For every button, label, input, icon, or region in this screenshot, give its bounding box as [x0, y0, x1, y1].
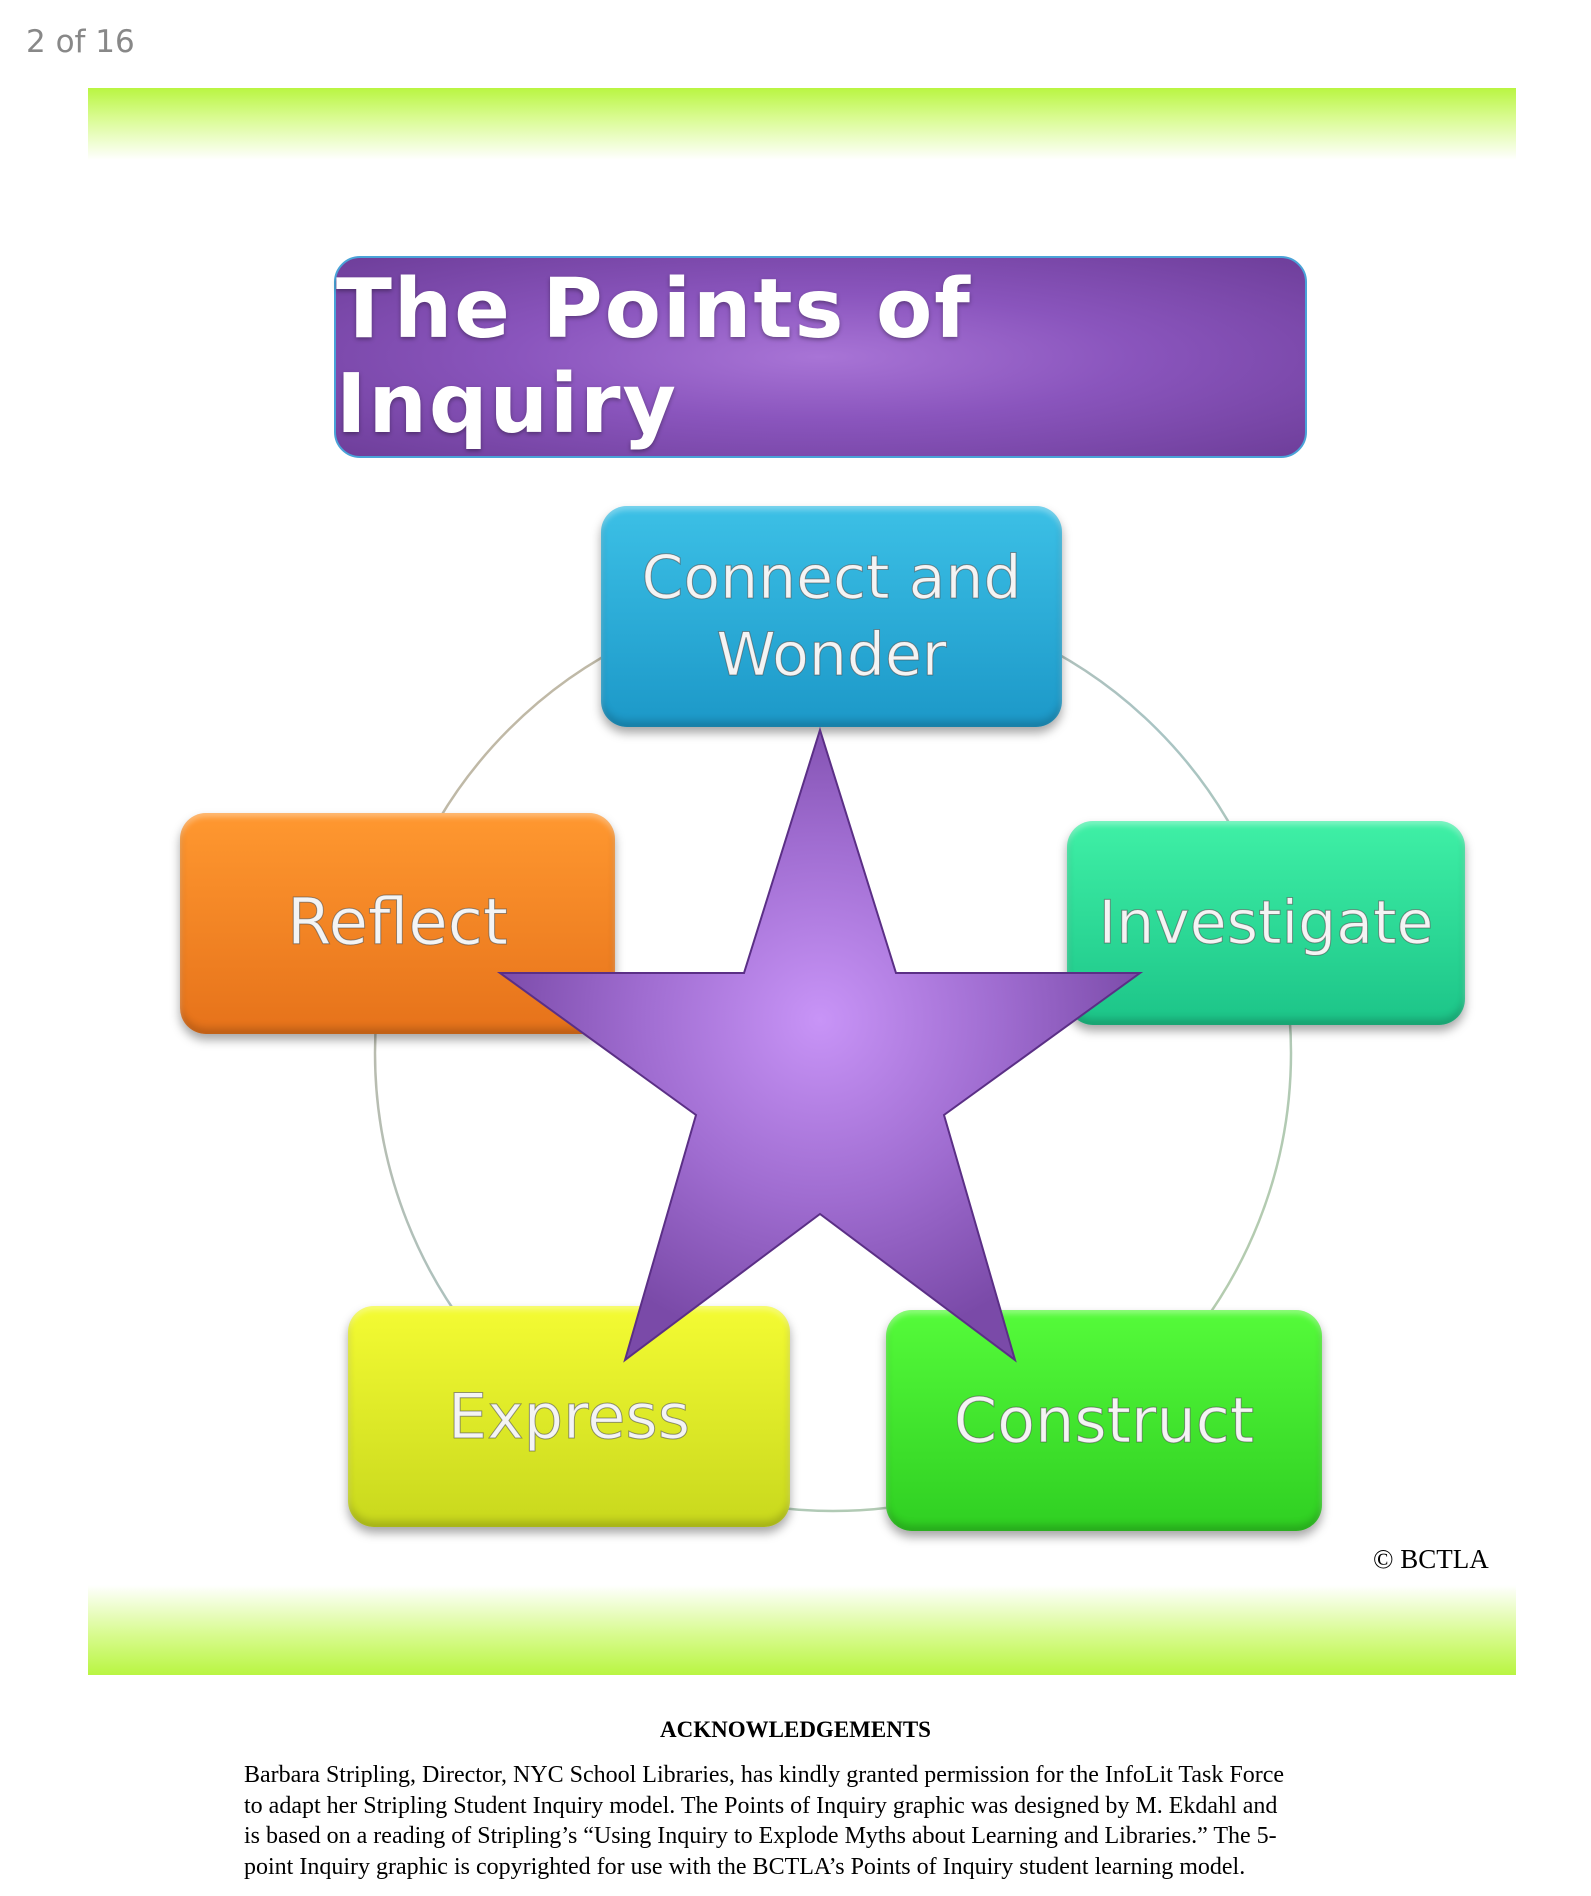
diagram-title: The Points of Inquiry: [334, 256, 1307, 458]
acknowledgements-body: Barbara Stripling, Director, NYC School …: [244, 1760, 1394, 1882]
acknowledgements-line: point Inquiry graphic is copyrighted for…: [244, 1853, 1246, 1880]
node-express: Express: [348, 1306, 790, 1527]
page-counter: 2 of 16: [26, 24, 135, 60]
acknowledgements-line: is based on a reading of Stripling’s “Us…: [244, 1823, 1277, 1849]
node-connect-and-wonder-line-2: Wonder: [716, 619, 947, 690]
node-connect-and-wonder: Connect and Wonder: [601, 506, 1062, 727]
top-green-band: [88, 88, 1516, 160]
bottom-green-band: [88, 1585, 1516, 1675]
acknowledgements-line: to adapt her Stripling Student Inquiry m…: [244, 1792, 1278, 1819]
acknowledgements-heading: ACKNOWLEDGEMENTS: [660, 1717, 931, 1742]
star-shape: [496, 726, 1144, 1363]
copyright-notice: © BCTLA: [1373, 1544, 1489, 1574]
node-connect-and-wonder-line-1: Connect and: [641, 542, 1022, 613]
node-investigate-label: Investigate: [1098, 887, 1434, 958]
node-investigate: Investigate: [1067, 821, 1465, 1025]
node-express-label: Express: [447, 1379, 691, 1453]
node-construct: Construct: [886, 1310, 1322, 1531]
acknowledgements-line: Barbara Stripling, Director, NYC School …: [244, 1762, 1285, 1788]
node-reflect-label: Reflect: [287, 885, 509, 960]
node-construct-label: Construct: [953, 1383, 1255, 1457]
